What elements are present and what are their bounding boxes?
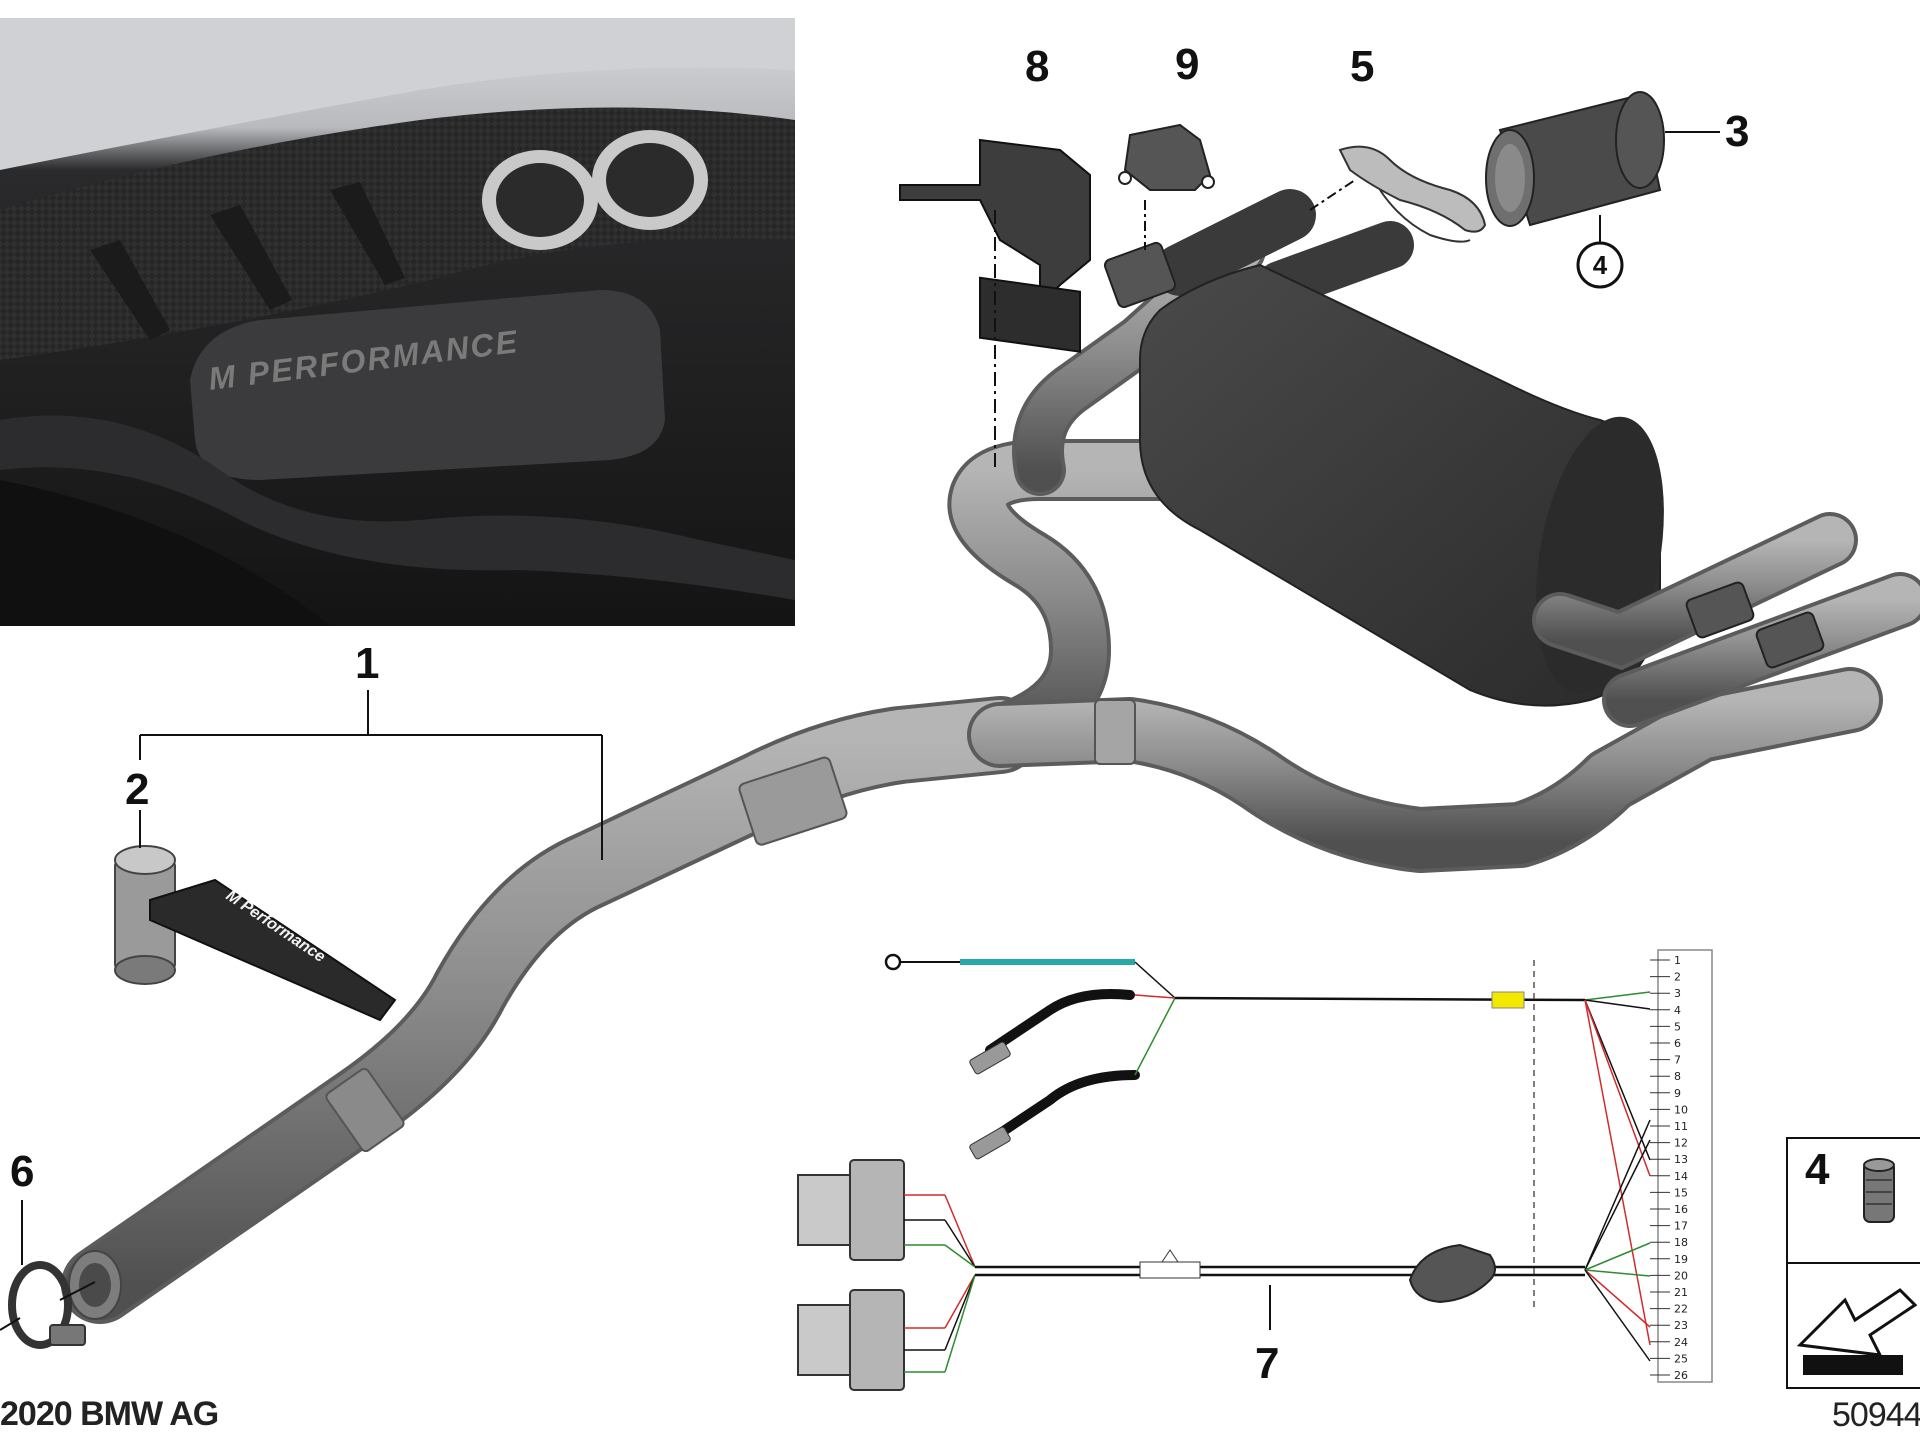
callout-8: 8 [1025, 42, 1050, 91]
callout-3: 3 [1725, 107, 1750, 156]
rear-silencer [1103, 189, 1920, 728]
callout-4-circle: 4 [1592, 250, 1608, 280]
connector-pin-label: 5 [1674, 1020, 1681, 1033]
connector-pin-label: 3 [1674, 987, 1681, 1000]
part-6-pipe-clamp [0, 1200, 96, 1349]
part-3-tailpipe-trim [1485, 91, 1720, 289]
connector-pin-label: 10 [1674, 1103, 1688, 1116]
callout-6: 6 [10, 1147, 35, 1196]
callout-1-bracket [139, 690, 603, 860]
part-4-detail-box [1786, 1137, 1920, 1389]
vehicle-photo: M PERFORMANCE [0, 18, 795, 626]
connector-pin-label: 9 [1674, 1087, 1681, 1100]
connector-pin-label: 14 [1674, 1170, 1688, 1183]
connector-pin-label: 8 [1674, 1070, 1681, 1083]
connector-pin-list: 1234567891011121314151617181920212223242… [1650, 954, 1688, 1382]
connector-pin-label: 23 [1674, 1319, 1688, 1332]
part-5-clamp [1309, 145, 1487, 243]
connector-pin-label: 15 [1674, 1186, 1688, 1199]
connector-pin-label: 21 [1674, 1286, 1688, 1299]
connector-pin-label: 6 [1674, 1037, 1681, 1050]
connector-pin-label: 2 [1674, 971, 1681, 984]
connector-pin-label: 16 [1674, 1203, 1688, 1216]
connector-pin-label: 19 [1674, 1253, 1688, 1266]
connector-pin-label: 11 [1674, 1120, 1688, 1133]
exhaust-pipe-assembly [61, 224, 1883, 1324]
part-2-sound-sleeve: M Performance [114, 810, 397, 1022]
callout-1: 1 [355, 639, 380, 688]
callout-5: 5 [1350, 42, 1375, 91]
connector-pin-label: 7 [1674, 1054, 1681, 1067]
connector-pin-label: 12 [1674, 1137, 1688, 1150]
connector-pin-label: 4 [1674, 1004, 1681, 1017]
connector-pin-label: 18 [1674, 1236, 1688, 1249]
part-7-wiring-harness: 1234567891011121314151617181920212223242… [797, 949, 1713, 1391]
connector-pin-label: 22 [1674, 1303, 1688, 1316]
connector-pin-label: 1 [1674, 954, 1681, 967]
connector-pin-label: 24 [1674, 1336, 1688, 1349]
part-9-valve-actuator [1118, 123, 1215, 250]
connector-pin-label: 25 [1674, 1352, 1688, 1365]
diagram-number: 50944 [1832, 1396, 1920, 1434]
part-8-control-bracket [899, 138, 1091, 470]
callout-4-box: 4 [1805, 1145, 1830, 1194]
callout-2: 2 [125, 765, 150, 814]
callout-7: 7 [1255, 1339, 1280, 1388]
callout-9: 9 [1175, 40, 1200, 89]
copyright-text: 2020 BMW AG [0, 1395, 219, 1433]
connector-pin-label: 17 [1674, 1220, 1688, 1233]
connector-pin-label: 26 [1674, 1369, 1688, 1382]
connector-pin-label: 13 [1674, 1153, 1688, 1166]
connector-pin-label: 20 [1674, 1269, 1688, 1282]
